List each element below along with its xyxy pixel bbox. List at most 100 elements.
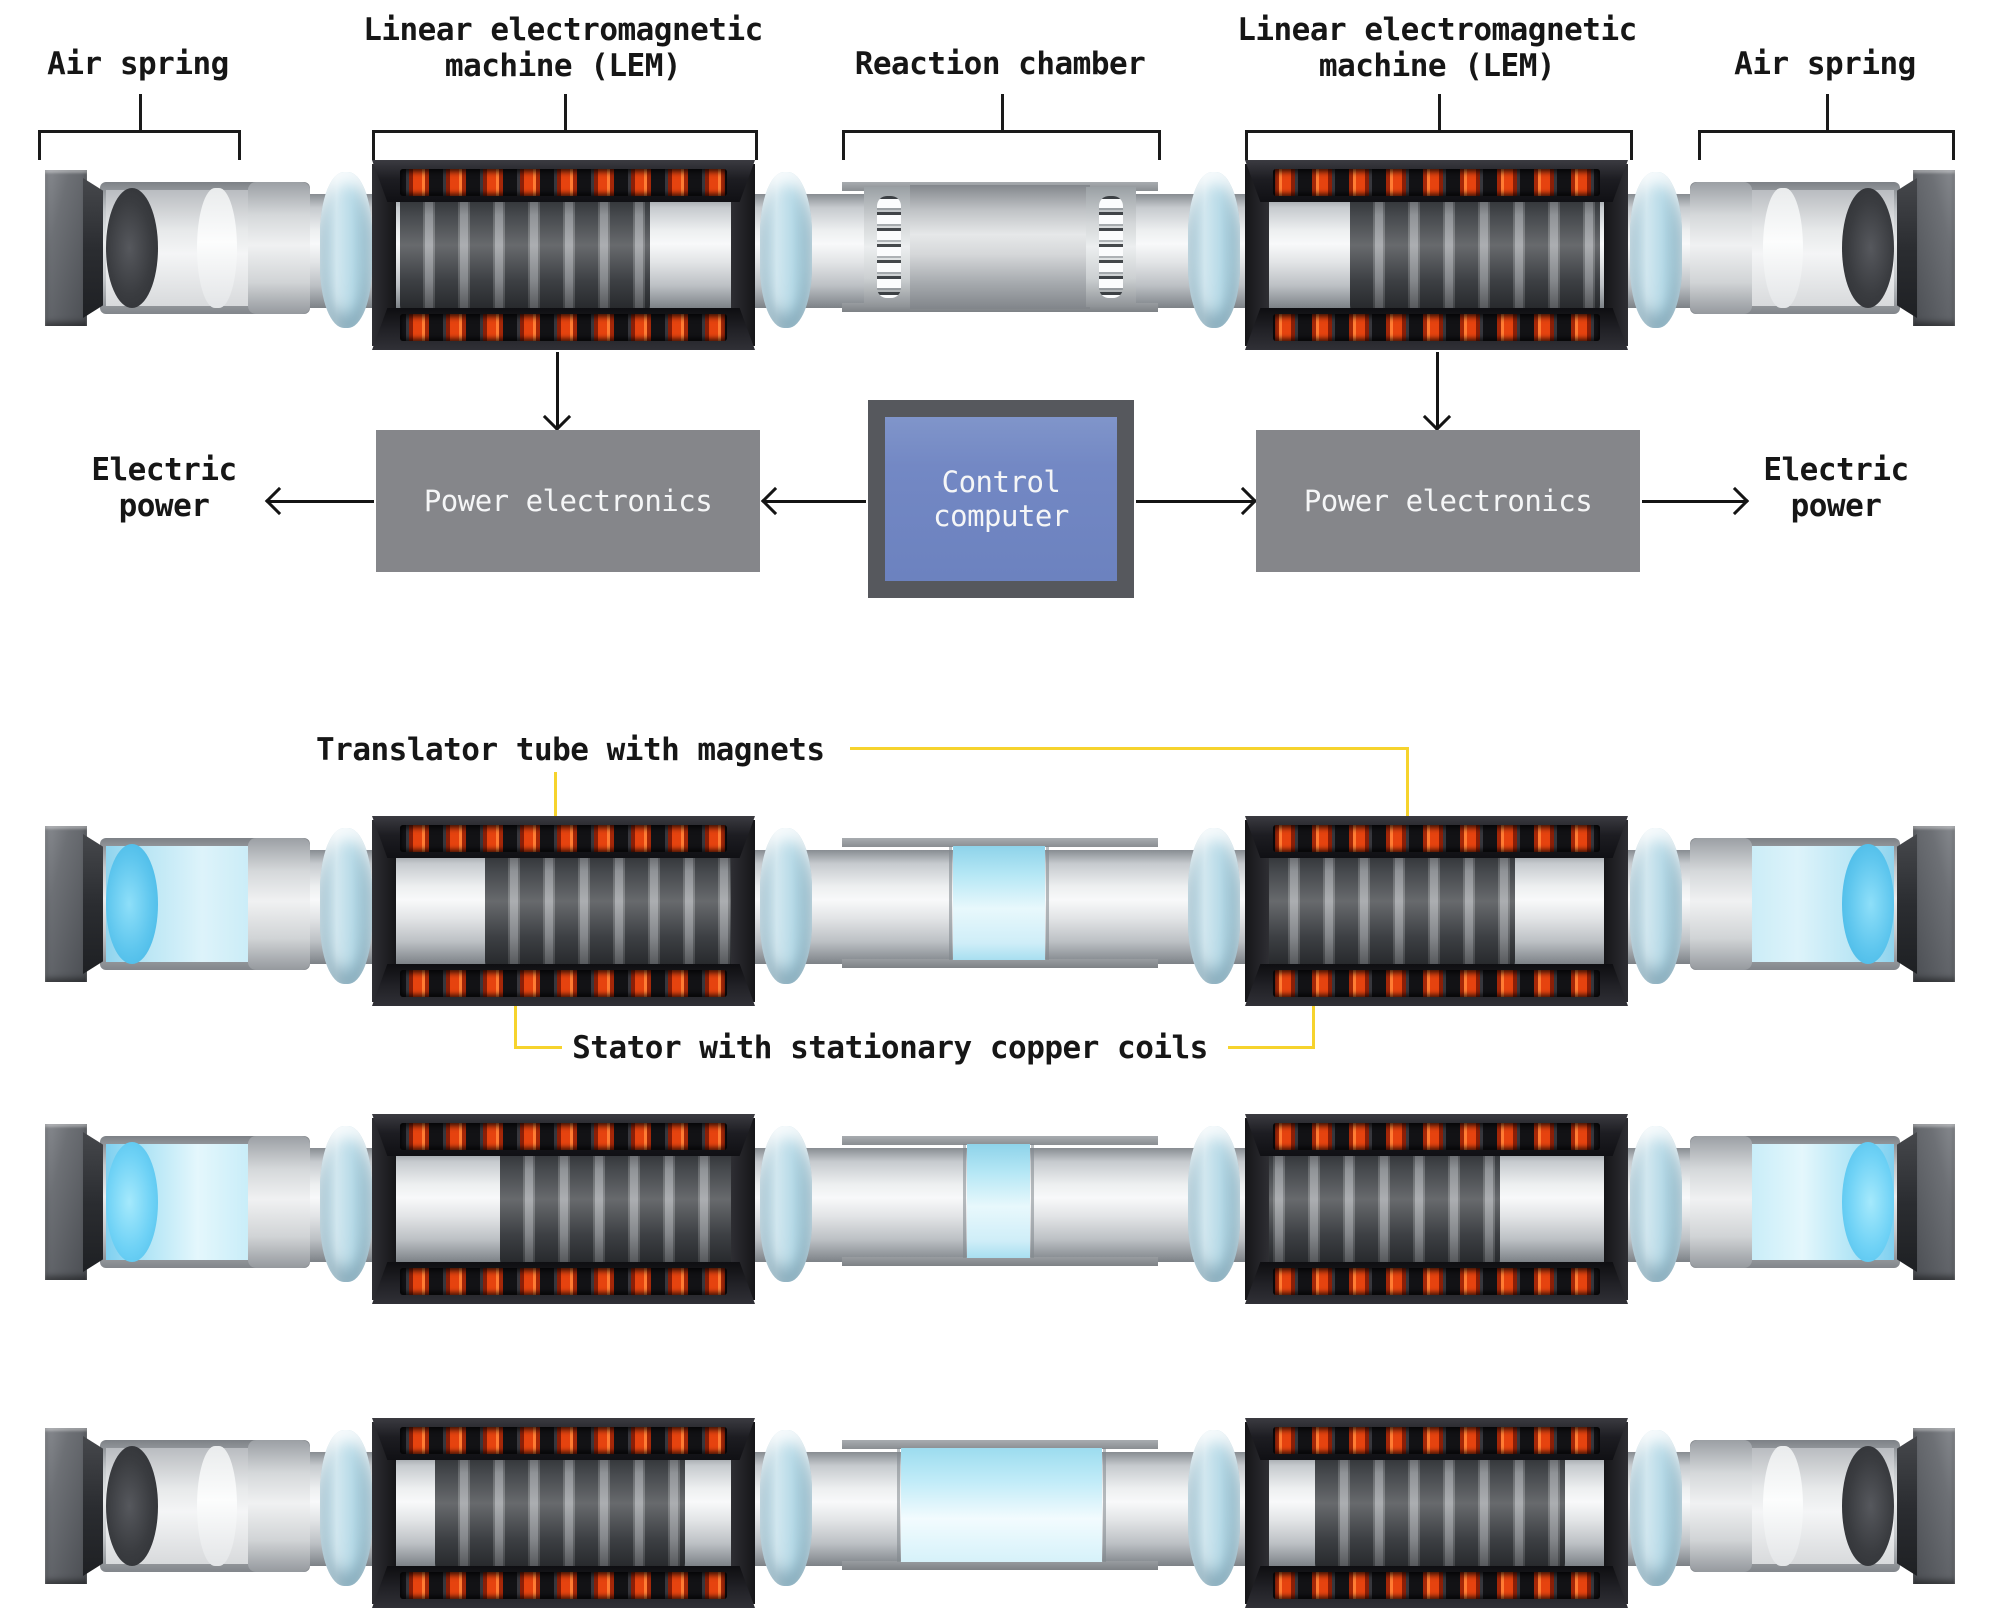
bracket-stem <box>138 94 142 130</box>
copper-coils <box>1273 169 1600 196</box>
blue-seal-ring <box>1188 172 1240 328</box>
arrow-power-to-electric-left <box>268 500 374 503</box>
end-cap-plate <box>1913 1124 1955 1280</box>
end-cap-lip <box>83 178 103 318</box>
control-computer-screen: Control computer <box>885 417 1117 581</box>
bracket-stem <box>1438 94 1441 130</box>
air-spring-collar <box>1690 1440 1752 1572</box>
label-lem-left-line2: machine (LEM) <box>444 48 682 84</box>
end-cap-right <box>1897 170 1955 326</box>
stator-bar <box>1245 816 1628 858</box>
stator-left <box>372 160 755 350</box>
arrow-lem-to-power-right <box>1436 352 1439 428</box>
chamber-rail <box>842 1561 1158 1570</box>
translator-tube-left <box>400 186 650 318</box>
air-spring-core <box>1842 1446 1894 1566</box>
bracket-stem <box>1825 94 1829 130</box>
blue-seal-ring <box>1630 828 1682 984</box>
callout-stator-label: Stator with stationary copper coils <box>572 1030 1208 1066</box>
copper-coils <box>1273 1427 1600 1454</box>
chamber-rail <box>842 1136 1158 1145</box>
air-spring-core <box>106 1142 158 1262</box>
bracket-air-spring-left <box>38 94 241 160</box>
engine-render-frame-3 <box>45 1114 1955 1304</box>
stator-bar <box>372 1418 755 1460</box>
engine-render-frame-2 <box>45 816 1955 1006</box>
copper-coils <box>1273 970 1600 997</box>
air-spring-core <box>106 844 158 964</box>
chamber-plasma-glow <box>953 846 1045 960</box>
end-cap-plate <box>1913 170 1955 326</box>
copper-coils <box>1273 825 1600 852</box>
electric-power-right: Electric power <box>1730 452 1942 524</box>
air-spring-band <box>197 1446 237 1566</box>
air-spring-right <box>1690 182 1900 314</box>
air-spring-collar <box>1690 182 1752 314</box>
stator-bar <box>1245 1114 1628 1156</box>
label-air-spring-right: Air spring <box>1734 46 1916 82</box>
chamber-plasma-glow <box>967 1144 1030 1258</box>
chamber-rail <box>842 1440 1158 1449</box>
callout-stator-line-right-vertical <box>1312 976 1315 1048</box>
air-spring-collar <box>248 838 310 970</box>
reaction-chamber-render <box>842 838 1158 968</box>
stator-right <box>1245 160 1628 350</box>
blue-seal-ring <box>760 828 812 984</box>
copper-coils <box>400 1427 727 1454</box>
end-cap-left <box>45 1124 103 1280</box>
blue-seal-ring <box>760 1430 812 1586</box>
chamber-vent-collar <box>1086 187 1136 307</box>
arrow-power-to-electric-right <box>1642 500 1746 503</box>
stator-bar <box>1245 1566 1628 1608</box>
air-spring-core <box>1842 844 1894 964</box>
arrow-lem-to-power-left <box>556 352 559 428</box>
copper-coils <box>400 970 727 997</box>
stator-bar <box>1245 1418 1628 1460</box>
translator-tube-right <box>1265 842 1515 974</box>
end-cap-plate <box>1913 826 1955 982</box>
callout-translator-line-horizontal <box>850 747 1409 750</box>
stator-bar <box>372 1566 755 1608</box>
air-spring-band <box>1763 188 1803 308</box>
blue-seal-ring <box>320 1430 372 1586</box>
translator-tube-left <box>485 842 735 974</box>
end-cap-lip <box>1897 1132 1917 1272</box>
copper-coils <box>400 1572 727 1599</box>
translator-tube-right <box>1315 1444 1565 1576</box>
stator-bar <box>372 160 755 202</box>
chamber-rail <box>842 838 1158 847</box>
piston-face-seam <box>1031 1144 1034 1258</box>
label-lem-right-line1: Linear electromagnetic <box>1237 12 1637 48</box>
chamber-body <box>910 185 1090 309</box>
stator-bar <box>372 1262 755 1304</box>
air-spring-collar <box>1690 1136 1752 1268</box>
vent-holes <box>1099 196 1123 298</box>
bracket-air-spring-right <box>1698 94 1955 160</box>
end-cap-plate <box>1913 1428 1955 1584</box>
air-spring-left <box>100 1440 310 1572</box>
end-cap-right <box>1897 1428 1955 1584</box>
stator-bar <box>372 1114 755 1156</box>
blue-seal-ring <box>320 172 372 328</box>
vent-holes <box>877 196 901 298</box>
stator-right <box>1245 816 1628 1006</box>
arrow-computer-to-power-left <box>764 500 866 503</box>
blue-seal-ring <box>1630 1430 1682 1586</box>
electric-power-right-line2: power <box>1790 488 1882 524</box>
air-spring-core <box>1842 1142 1894 1262</box>
air-spring-collar <box>248 1440 310 1572</box>
air-spring-core <box>106 188 158 308</box>
air-spring-collar <box>248 182 310 314</box>
electric-power-right-line1: Electric <box>1763 452 1909 488</box>
power-electronics-label-left: Power electronics <box>423 484 713 518</box>
end-cap-lip <box>1897 834 1917 974</box>
end-cap-plate <box>45 1124 87 1280</box>
power-electronics-box-left: Power electronics <box>376 430 760 572</box>
label-lem-left: Linear electromagnetic machine (LEM) <box>363 12 763 84</box>
callout-stator-line-left-vertical <box>514 976 517 1048</box>
blue-seal-ring <box>1630 1126 1682 1282</box>
stator-bar <box>1245 1262 1628 1304</box>
chamber-rail <box>842 959 1158 968</box>
end-cap-right <box>1897 1124 1955 1280</box>
piston-face-seam <box>1103 1448 1106 1562</box>
